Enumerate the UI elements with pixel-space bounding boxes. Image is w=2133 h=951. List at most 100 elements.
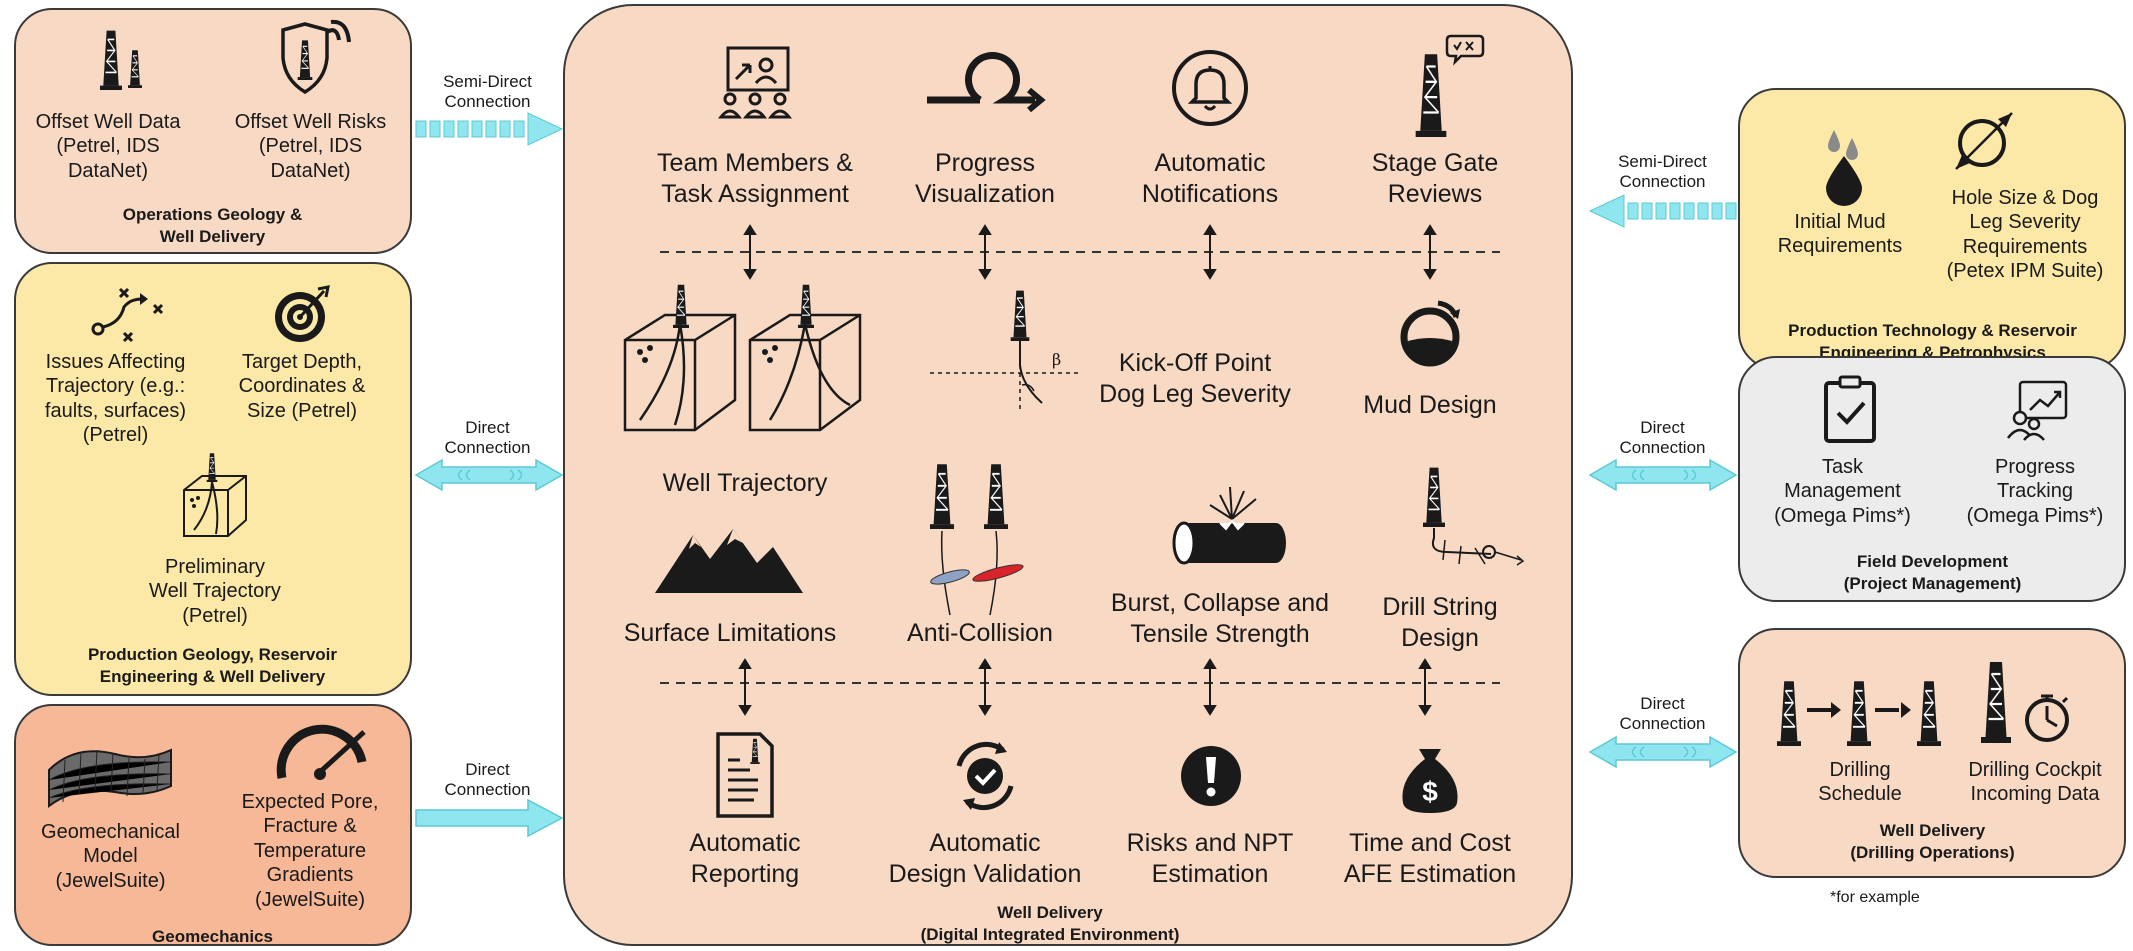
- label-line: Mud Design: [1363, 391, 1497, 419]
- label-line: Direct: [465, 418, 510, 437]
- label-line: Hole Size & Dog: [1951, 187, 2099, 209]
- play-diagram-icon: [91, 287, 164, 343]
- geomechanics-title: Geomechanics: [40, 926, 385, 948]
- label-line: Design Validation: [888, 859, 1082, 888]
- footnote-text: *for example: [1830, 889, 1920, 906]
- label-line: Expected Pore,: [241, 791, 379, 813]
- progress-loop-arrow-icon: [927, 52, 1046, 113]
- title-line: Production Geology, Reservoir: [87, 645, 338, 664]
- label-line: (JewelSuite): [55, 869, 166, 892]
- drops-icon: [1826, 130, 1862, 206]
- label-line: Offset Well Data: [35, 111, 181, 133]
- title-line: Production Technology & Reservoir: [1788, 321, 2077, 340]
- label-line: Leg Severity: [1969, 211, 2081, 234]
- validation-check-icon: [956, 741, 1014, 811]
- label-line: Trajectory (e.g.:: [45, 375, 186, 398]
- label-line: Kick-Off Point: [1118, 349, 1272, 377]
- label-line: Connection: [1619, 172, 1706, 192]
- title-line: Engineering & Well Delivery: [99, 667, 326, 687]
- label-line: AFE Estimation: [1343, 859, 1517, 888]
- label-line: Reporting: [690, 859, 800, 888]
- label-line: Automatic: [1154, 149, 1266, 177]
- label-line: Risks and NPT: [1126, 829, 1294, 857]
- label-line: Team Members &: [657, 149, 853, 177]
- label-line: Dog Leg Severity: [1099, 379, 1291, 408]
- report-document-icon: [716, 732, 774, 818]
- rig-sequence-icon: [1777, 674, 1941, 746]
- label-line: Estimation: [1151, 859, 1269, 888]
- label-line: Connection: [444, 438, 531, 458]
- label-line: Temperature: [253, 839, 367, 862]
- direct-arrow-field-dev: [1588, 458, 1738, 492]
- title-line: Well Delivery: [1879, 821, 1986, 840]
- label-line: DataNet): [270, 159, 351, 182]
- label-line: Requirements: [1777, 235, 1903, 258]
- people-chart-icon: [2007, 380, 2068, 441]
- label-line: (Petrel, IDS: [56, 135, 160, 158]
- label-line: faults, surfaces): [44, 399, 187, 422]
- label-line: Size (Petrel): [246, 399, 358, 422]
- label-line: Target Depth,: [241, 351, 363, 373]
- label-line: Offset Well Risks: [234, 111, 387, 133]
- label-line: Surface Limitations: [623, 619, 837, 647]
- label-line: Well Trajectory: [149, 580, 281, 603]
- footnote: *for example: [1830, 888, 1960, 908]
- rig-review-icon: [1414, 34, 1485, 137]
- label-line: (Petrel, IDS: [258, 135, 363, 158]
- label-line: Preliminary: [164, 556, 266, 578]
- label-line: Connection: [444, 92, 531, 112]
- label-line: Task: [1821, 456, 1864, 478]
- label-line: Progress: [934, 149, 1036, 177]
- label-line: (Petex IPM Suite): [1946, 260, 2104, 283]
- mesh-model-icon: [48, 748, 172, 809]
- label-line: Direct: [1640, 694, 1685, 713]
- money-bag-icon: $: [1402, 749, 1458, 813]
- gauge-icon: [276, 724, 367, 780]
- bell-icon: [1172, 50, 1248, 126]
- label-line: Task Assignment: [661, 179, 849, 208]
- beta-angle-label: β: [1052, 350, 1061, 369]
- trajectory-cube-icon: [623, 280, 862, 432]
- label-line: Drill String: [1382, 593, 1498, 621]
- prod-tech-box: [1738, 88, 2126, 370]
- label-line: Design: [1401, 623, 1479, 652]
- label-line: Stage Gate: [1371, 149, 1499, 177]
- drill-string-icon: [1423, 460, 1525, 566]
- diameter-icon: [1955, 112, 2013, 170]
- target-depth-label: Target Depth,Coordinates &Size (Petrel): [222, 350, 382, 423]
- label-line: (Omega Pims*): [1966, 504, 2104, 527]
- target-icon: [275, 285, 330, 342]
- label-line: Issues Affecting: [45, 351, 186, 373]
- ops-geology-box: [14, 8, 412, 254]
- label-line: Fracture &: [263, 815, 357, 838]
- row3-label-surface: Surface Limitations: [600, 618, 860, 649]
- label-line: Semi-Direct: [1618, 152, 1707, 171]
- kick-off-rig-icon: β: [930, 285, 1080, 410]
- label-line: Well Trajectory: [662, 469, 828, 497]
- title-line: Well Delivery: [159, 227, 266, 247]
- geomechanics-box: [14, 704, 412, 946]
- clipboard-check-icon: [1824, 375, 1876, 443]
- label-line: (Petrel): [182, 604, 248, 627]
- rig-shield-signal-icon: [281, 19, 351, 95]
